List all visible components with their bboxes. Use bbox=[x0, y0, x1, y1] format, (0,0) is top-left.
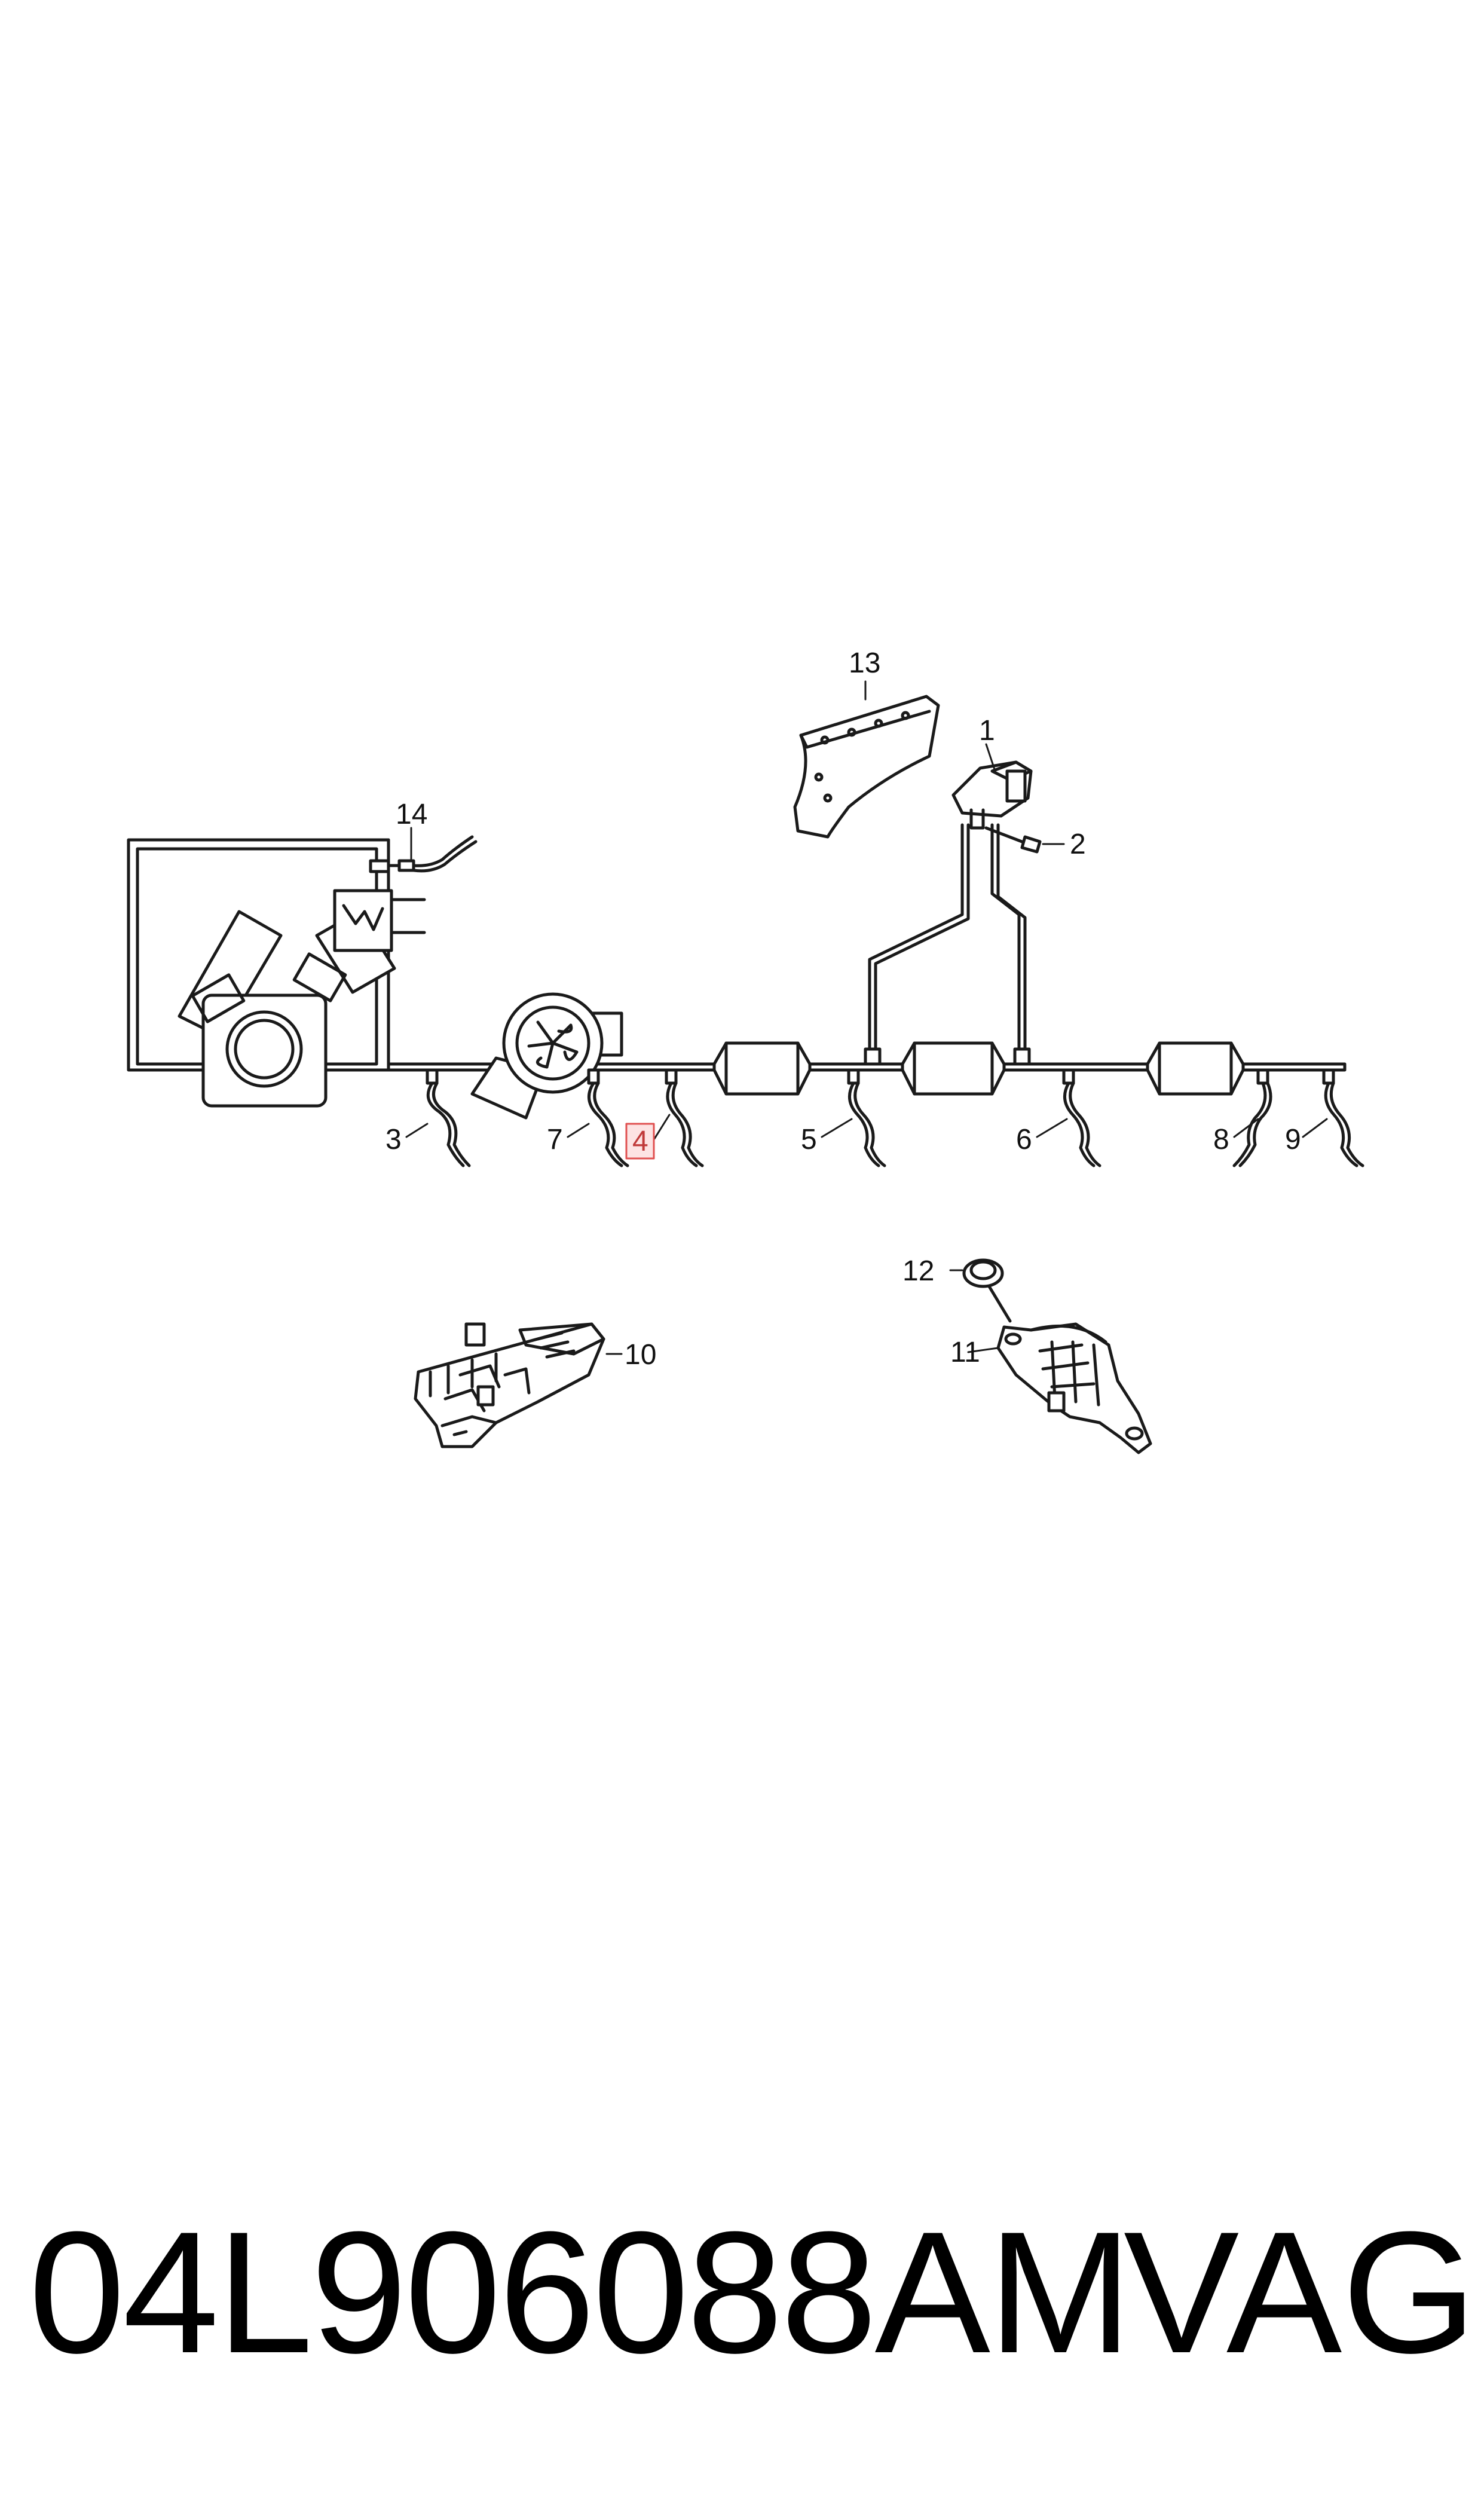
sensor-6 bbox=[1064, 1070, 1100, 1166]
brand-name: VAG bbox=[1124, 2196, 1477, 2389]
callout-9: 9 bbox=[1285, 1124, 1301, 1155]
pressure-lines bbox=[865, 825, 1029, 1064]
callout-11: 11 bbox=[950, 1337, 980, 1368]
catalytic-converter-3 bbox=[1148, 1043, 1243, 1094]
callouts: 13 1 2 14 3 7 4 5 6 8 9 10 12 11 bbox=[385, 647, 1301, 1371]
mounting-bracket-10 bbox=[415, 1324, 604, 1447]
callout-13: 13 bbox=[849, 647, 880, 679]
bolt-2 bbox=[986, 828, 1040, 852]
callout-2: 2 bbox=[1070, 829, 1086, 860]
turbocharger-icon bbox=[472, 994, 622, 1118]
callout-4-highlight bbox=[626, 1124, 654, 1158]
leader-lines bbox=[406, 681, 1327, 1354]
mounting-bracket-11 bbox=[998, 1324, 1151, 1453]
callout-3: 3 bbox=[385, 1124, 402, 1155]
callout-6: 6 bbox=[1016, 1124, 1032, 1155]
nut-12 bbox=[964, 1260, 1010, 1321]
pressure-sensor-1 bbox=[953, 762, 1031, 828]
sensor-5 bbox=[849, 1070, 885, 1166]
part-number: 04L906088AM bbox=[29, 2196, 1133, 2389]
catalytic-converter-1 bbox=[714, 1043, 810, 1094]
callout-14: 14 bbox=[396, 799, 427, 830]
heat-exchanger-icon bbox=[335, 861, 424, 950]
callout-7: 7 bbox=[547, 1124, 563, 1155]
callout-12: 12 bbox=[902, 1255, 934, 1287]
callout-8: 8 bbox=[1213, 1124, 1229, 1155]
sensor-4 bbox=[666, 1070, 702, 1166]
sensor-8 bbox=[1234, 1070, 1271, 1166]
callout-1: 1 bbox=[979, 715, 995, 747]
callout-10: 10 bbox=[625, 1339, 656, 1371]
sensor-3 bbox=[427, 1070, 469, 1166]
callout-4: 4 bbox=[632, 1126, 648, 1157]
sensor-7 bbox=[589, 1070, 628, 1166]
sensor-14 bbox=[388, 837, 476, 871]
engine-assembly bbox=[128, 840, 514, 1106]
sensor-9 bbox=[1324, 1070, 1363, 1166]
callout-5: 5 bbox=[801, 1124, 817, 1155]
catalytic-converter-2 bbox=[902, 1043, 1004, 1094]
heat-shield-13 bbox=[795, 696, 938, 837]
